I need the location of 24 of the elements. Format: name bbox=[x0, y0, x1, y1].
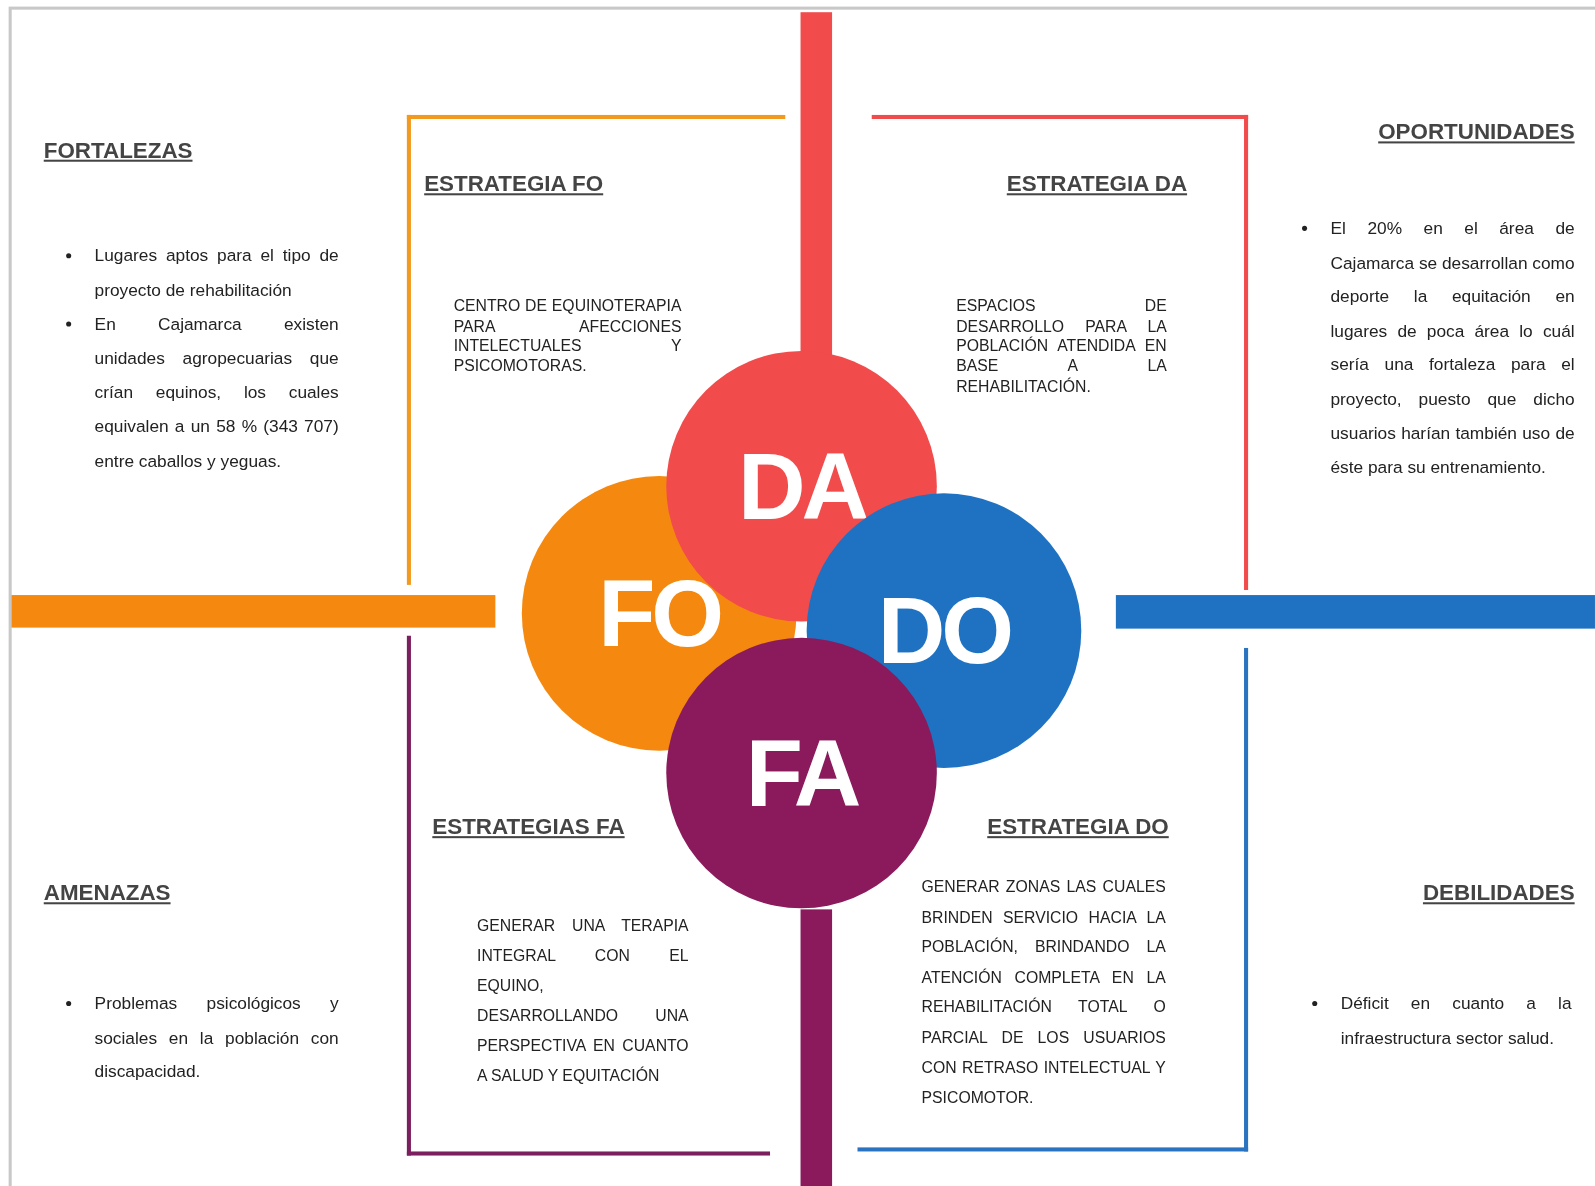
circle-label: DO bbox=[877, 577, 1011, 685]
body-text: ESPACIOS DE DESARROLLO PARA LA POBLACIÓN ATENDIDA EN BASE A LA REHABILITACIÓN. bbox=[956, 296, 1167, 397]
body-text: GENERAR UNA TERAPIA INTEGRAL CON EL EQUINO, DESARROLLANDO UNA PERSPECTIVA EN CUANTO A SALUD Y EQUITACIÓN bbox=[477, 915, 689, 1086]
heading: ESTRATEGIAS FA bbox=[432, 813, 625, 841]
bullet-text: Problemas psicológicos y sociales en la población con discapacidad. bbox=[61, 986, 339, 1090]
bullet-text: En Cajamarca existen unidades agropecuarias que crían equinos, los cuales equivalen a un 58 % (343 707) entre caballos y yeguas. bbox=[61, 307, 339, 479]
circle-label: DA bbox=[738, 432, 866, 540]
heading: ESTRATEGIA DA bbox=[1006, 170, 1188, 198]
band bbox=[800, 909, 833, 1186]
circle-label: FA bbox=[745, 719, 858, 827]
circle-label: FO bbox=[598, 560, 721, 667]
heading: OPORTUNIDADES bbox=[1378, 119, 1575, 146]
heading: DEBILIDADES bbox=[1422, 879, 1575, 907]
bullet-text: El 20% en el área de Cajamarca se desarrollan como deporte la equitación en lugares de poca área lo cuál sería una fortaleza para el proyecto, puesto que dicho usuarios harían también uso de éste para su entrenamiento. bbox=[1296, 211, 1575, 485]
body-text: GENERAR ZONAS LAS CUALES BRINDEN SERVICIO HACIA LA POBLACIÓN, BRINDANDO LA ATENCIÓN COMPLETA EN LA REHABILITACIÓN TOTAL O PARCIAL DE LOS USUARIOS CON RETRASO INTELECTUAL Y PSICOMOTOR. bbox=[921, 876, 1166, 1108]
body-text: CENTRO DE EQUINOTERAPIA PARA AFECCIONES INTELECTUALES Y PSICOMOTORAS. bbox=[453, 296, 682, 377]
heading: ESTRATEGIA DO bbox=[987, 813, 1169, 841]
heading: FORTALEZAS bbox=[43, 137, 193, 164]
bullet-text: Lugares aptos para el tipo de proyecto de rehabilitación bbox=[61, 239, 339, 308]
band bbox=[10, 595, 496, 628]
heading: ESTRATEGIA FO bbox=[424, 170, 604, 198]
heading: AMENAZAS bbox=[43, 879, 171, 907]
band bbox=[1115, 595, 1595, 629]
bullet-text: Déficit en cuanto a la infraestructura sector salud. bbox=[1307, 986, 1572, 1056]
